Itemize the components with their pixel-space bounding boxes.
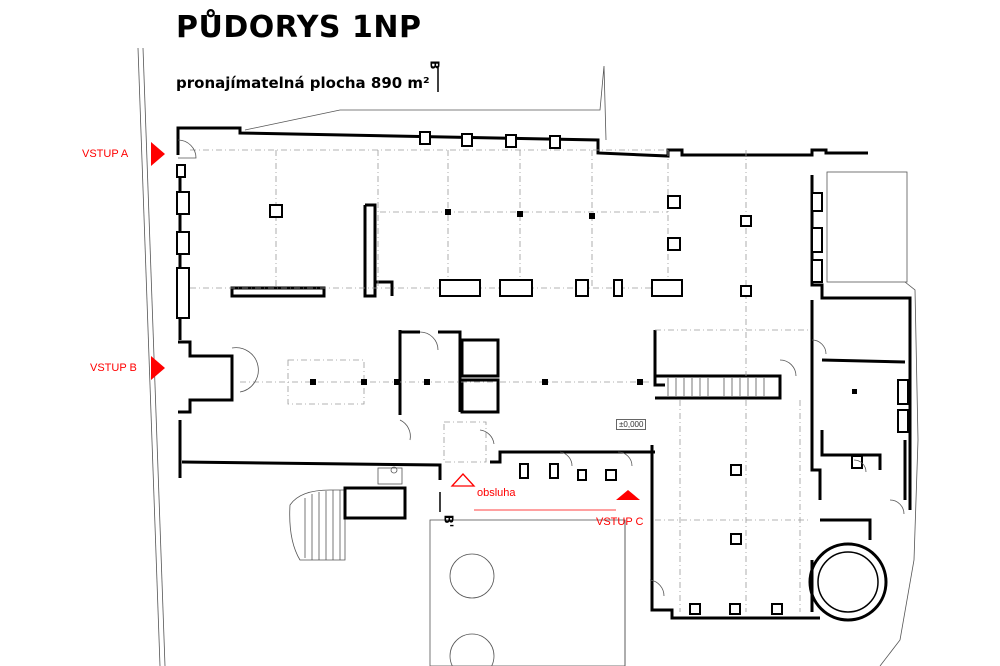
entrance-markers (151, 142, 640, 511)
top-wall-piers (419, 131, 561, 149)
round-tower (808, 518, 888, 622)
section-mark-bottom: B' (441, 514, 456, 528)
stair-inside (667, 378, 765, 396)
door-swings (177, 139, 905, 597)
entrance-c-label: VSTUP C (596, 516, 644, 528)
rentable-area-label: pronajímatelná plocha 890 m² (176, 74, 430, 92)
street-edge (137, 47, 166, 666)
entrance-c-marker (616, 490, 640, 500)
stair-outside (289, 486, 407, 561)
columns (269, 192, 909, 615)
neighbour-outlines (244, 65, 919, 666)
page-title: PŮDORYS 1NP (176, 10, 422, 45)
entrance-a-marker (151, 142, 165, 166)
structural-grid (190, 149, 810, 612)
entrance-b-label: VSTUP B (90, 362, 137, 374)
service-box (377, 466, 403, 485)
left-wall-piers (176, 164, 190, 319)
entrance-a-label: VSTUP A (82, 148, 129, 160)
entrance-b-marker (151, 356, 165, 380)
service-marker (450, 473, 476, 487)
interior-walls (230, 203, 907, 500)
section-mark-top: B (427, 60, 442, 70)
section-line (437, 68, 441, 512)
service-label: obsluha (477, 487, 516, 499)
level-mark: ±0,000 (616, 419, 647, 430)
